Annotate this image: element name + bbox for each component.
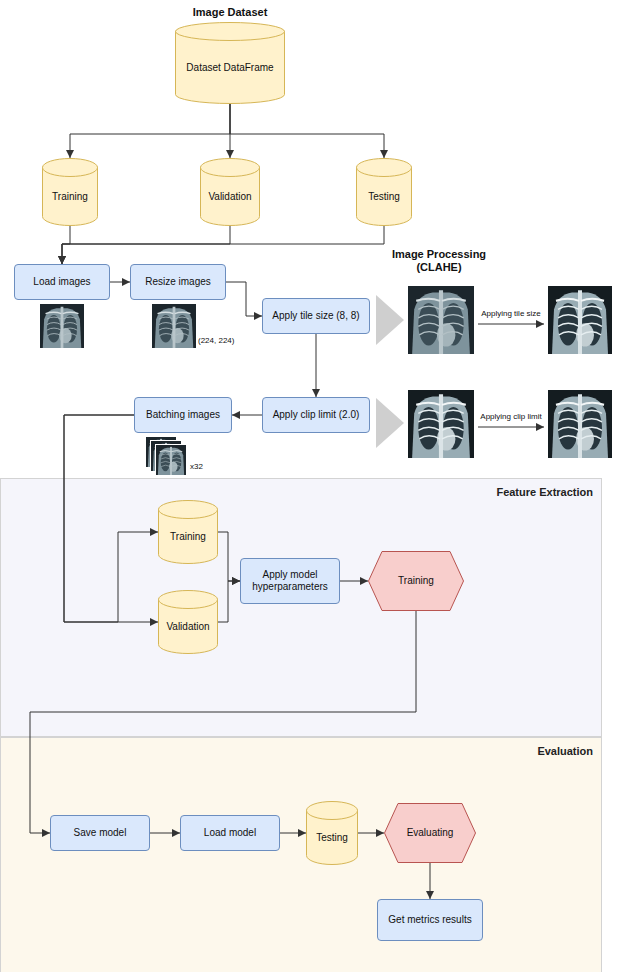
node-text: Apply tile size (8, 8) [272,310,359,322]
section-band: Feature ExtractionTrainingValidation Appl… [0,478,602,737]
process-arrow [478,324,544,325]
node-text: Validation [166,621,209,633]
connector [430,863,431,899]
process-hexagon: Training [368,551,464,611]
section-title: Image Processing (CLAHE) [384,248,494,274]
connector [62,226,384,264]
data-cylinder: Testing [356,158,412,226]
node-text: Load images [33,276,90,288]
node-text: Training [52,191,88,203]
xray-image [40,304,84,348]
cylinder-top [176,23,285,41]
node-text: Apply clip limit (2.0) [273,409,360,421]
node-text: Training [398,575,434,587]
data-cylinder: Training [42,158,98,226]
process-box: Save model [50,815,150,851]
cylinder-top [159,501,218,519]
node-text: Training [170,531,206,543]
cylinder-top [201,159,260,177]
node-text: Testing [368,191,400,203]
node-text: Batching images [146,409,220,421]
process-box: Batching images [134,397,232,433]
connector [64,415,158,622]
process-arrow [478,427,544,428]
process-box: Get metrics results [377,899,483,941]
node-text: Testing [316,832,348,844]
data-cylinder: Validation [158,590,218,654]
hexagon-body [369,552,464,611]
data-cylinder: Training [158,500,218,564]
xray-image [152,304,196,348]
cylinder-top [357,159,412,177]
band-title: Feature Extraction [496,486,593,499]
process-box: Apply model hyperparameters [240,558,340,604]
connector [110,282,130,283]
process-box: Load model [180,815,280,851]
connector [340,581,368,582]
node-text: Evaluating [407,827,454,839]
xray-image [548,286,612,354]
xray-image [408,286,474,354]
connector [218,532,240,581]
node-text: Save model [74,827,127,839]
connector [62,226,230,264]
node-text: Dataset DataFrame [186,62,273,74]
node-text: Load model [204,827,256,839]
process-box: Load images [14,264,110,300]
section-band: EvaluationSave model Load model Testing Eva… [0,737,602,972]
step-chevron [376,398,404,448]
connector [30,611,416,833]
cylinder-top [307,802,358,820]
connector [230,104,384,158]
connector [64,415,158,622]
section-title: Image Dataset [170,6,290,19]
node-text: Resize images [145,276,211,288]
connector [358,833,384,834]
xray-image [548,390,612,458]
connector [280,833,306,834]
cylinder-body [176,31,285,103]
node-text: Apply model hyperparameters [246,569,334,593]
size-note: (224, 224) [198,336,234,346]
step-chevron [376,295,404,345]
data-cylinder: Dataset DataFrame [175,22,285,104]
image-frame [155,444,187,476]
node-text: Get metrics results [388,914,471,926]
xray-image [156,445,186,475]
xray-image [408,390,474,458]
process-box: Apply clip limit (2.0) [262,397,370,433]
connector [232,415,262,416]
connector [70,104,230,158]
connector [150,833,180,834]
data-cylinder: Testing [306,801,358,865]
node-text: Validation [208,191,251,203]
connector [62,226,70,264]
process-hexagon: Evaluating [384,803,476,863]
band-title: Evaluation [537,745,593,758]
count-note: x32 [190,462,203,472]
connector [316,334,317,397]
connector [218,581,240,622]
hexagon-body [385,804,476,863]
process-box: Apply tile size (8, 8) [262,298,370,334]
cylinder-top [159,591,218,609]
connector [226,282,262,316]
data-cylinder: Validation [200,158,260,226]
cylinder-top [43,159,98,177]
arrow-label: Applying tile size [476,309,546,319]
process-box: Resize images [130,264,226,300]
arrow-label: Applying clip limit [476,412,546,422]
